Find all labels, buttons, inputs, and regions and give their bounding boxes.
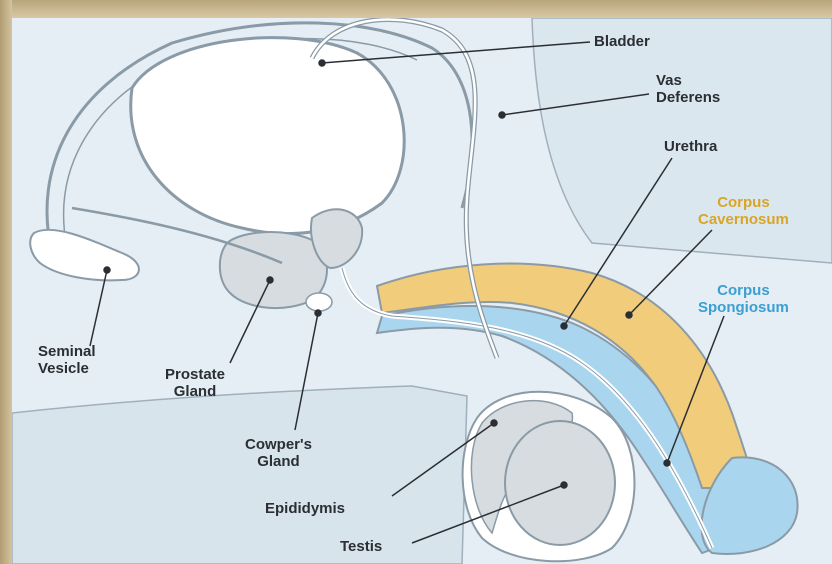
leader-seminal-vesicle: [90, 270, 107, 346]
diagram-panel: Bladder Vas Deferens Urethra Corpus Cave…: [12, 18, 832, 564]
dot-bladder: [319, 60, 325, 66]
label-seminal-vesicle-line1: Seminal: [38, 343, 96, 360]
frame-left: [0, 0, 12, 564]
dot-corpus-cavernosum: [626, 312, 632, 318]
label-testis: Testis: [340, 538, 382, 555]
label-vas-deferens-line2: Deferens: [656, 89, 720, 106]
dot-epididymis: [491, 420, 497, 426]
dot-cowpers-gland: [315, 310, 321, 316]
label-cowpers-gland: Cowper's Gland: [245, 436, 312, 470]
label-cowpers-gland-line1: Cowper's: [245, 436, 312, 453]
label-corpus-cavernosum-line1: Corpus: [698, 194, 789, 211]
label-corpus-spongiosum-line1: Corpus: [698, 282, 789, 299]
dot-urethra: [561, 323, 567, 329]
label-urethra: Urethra: [664, 138, 717, 155]
dot-prostate-gland: [267, 277, 273, 283]
label-vas-deferens-line1: Vas: [656, 72, 720, 89]
label-vas-deferens: Vas Deferens: [656, 72, 720, 106]
frame-top: [0, 0, 832, 18]
dot-seminal-vesicle: [104, 267, 110, 273]
body-region-lower: [12, 386, 467, 564]
label-seminal-vesicle: Seminal Vesicle: [38, 343, 96, 377]
label-corpus-cavernosum: Corpus Cavernosum: [698, 194, 789, 228]
label-corpus-spongiosum-line2: Spongiosum: [698, 299, 789, 316]
label-prostate-gland-line1: Prostate: [165, 366, 225, 383]
label-epididymis: Epididymis: [265, 500, 345, 517]
dot-corpus-spongiosum: [664, 460, 670, 466]
label-prostate-gland: Prostate Gland: [165, 366, 225, 400]
bladder-shape: [131, 38, 404, 234]
label-seminal-vesicle-line2: Vesicle: [38, 360, 96, 377]
seminal-vesicle-shape: [30, 230, 139, 281]
label-bladder: Bladder: [594, 33, 650, 50]
label-prostate-gland-line2: Gland: [165, 383, 225, 400]
dot-testis: [561, 482, 567, 488]
dot-vas-deferens: [499, 112, 505, 118]
prostate-upper: [311, 209, 362, 268]
label-corpus-cavernosum-line2: Cavernosum: [698, 211, 789, 228]
testis-shape: [505, 421, 615, 545]
cowpers-gland-shape: [306, 293, 332, 311]
label-corpus-spongiosum: Corpus Spongiosum: [698, 282, 789, 316]
label-cowpers-gland-line2: Gland: [245, 453, 312, 470]
